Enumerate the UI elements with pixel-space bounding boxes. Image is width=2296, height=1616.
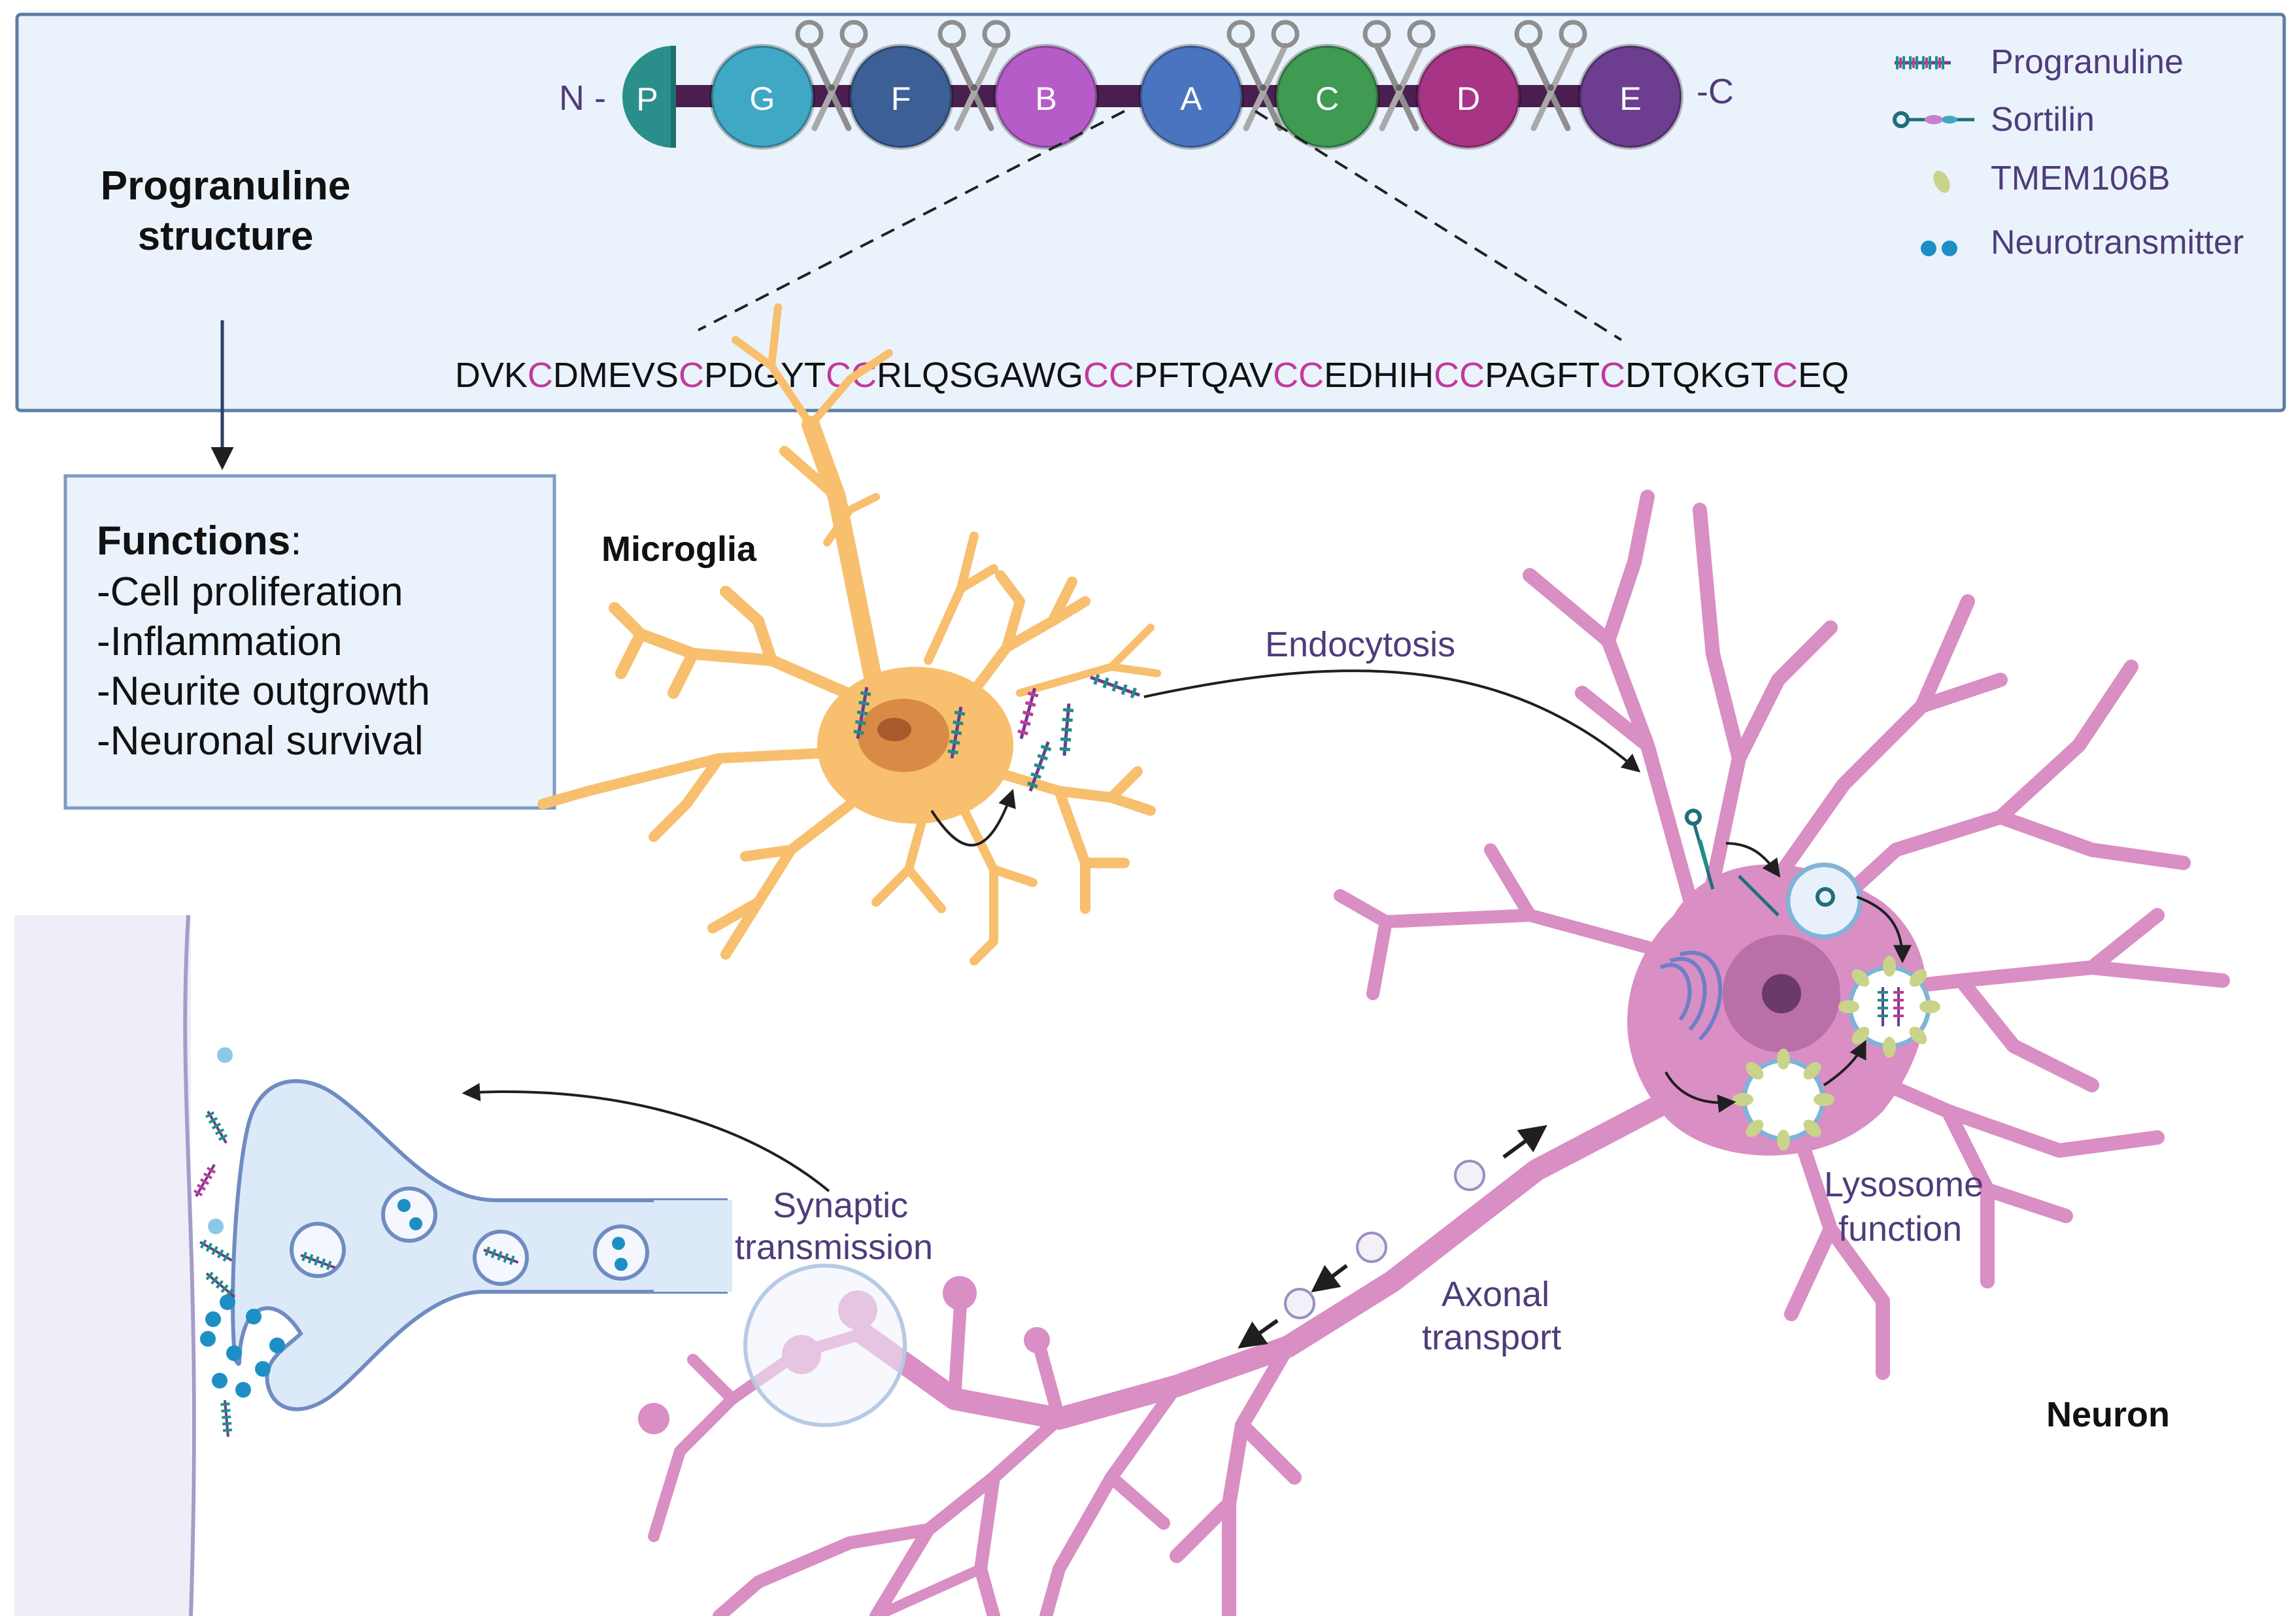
axonal-vesicles — [1284, 1160, 1485, 1319]
golgi-apparatus — [1659, 951, 1723, 1041]
sequence-segment: PFTQAV — [1134, 356, 1273, 395]
function-item-1: -Cell proliferation — [97, 569, 403, 614]
zoom-line-right — [1254, 110, 1623, 341]
structure-title-line2: structure — [138, 214, 314, 259]
sequence-segment: PAGFT — [1485, 356, 1600, 395]
legend-label-neurotransmitter: Neurotransmitter — [1991, 224, 2244, 261]
c-terminus-label: -C — [1697, 72, 1734, 111]
domain-d: D — [1415, 44, 1521, 150]
zoom-line-left — [698, 110, 1125, 331]
function-item-3: -Neurite outgrowth — [97, 669, 430, 714]
domain-g-letter: G — [750, 80, 775, 117]
secretion-arrow — [930, 788, 1016, 847]
synaptic-transmission-arrow — [462, 1083, 830, 1192]
cleavage-sites — [795, 20, 1587, 131]
functions-box: Functions: -Cell proliferation -Inflamma… — [63, 474, 556, 810]
domain-b: B — [993, 44, 1099, 150]
sequence-segment: RLQSGAWG — [877, 356, 1083, 395]
cysteine-residue: C — [1772, 356, 1798, 395]
released-neurotransmitters — [200, 1047, 285, 1398]
lysosome-label-line1: Lysosome — [1824, 1165, 1984, 1204]
domain-p-letter: P — [636, 81, 658, 118]
synapse-magnifier — [743, 1264, 907, 1427]
legend-label-progranuline: Progranuline — [1991, 43, 2184, 81]
neuron-cell — [638, 490, 2230, 1616]
domain-c: C — [1274, 44, 1380, 150]
lysosome-label-line2: function — [1838, 1209, 1962, 1249]
retrograde-arrow-2 — [1238, 1319, 1279, 1349]
progranuline-icon — [1895, 56, 1951, 69]
functions-box-background — [63, 474, 556, 810]
n-terminus-label: N - — [559, 78, 606, 118]
function-item-4: -Neuronal survival — [97, 718, 424, 764]
legend-label-sortilin: Sortilin — [1991, 101, 2095, 139]
lysosome-lower — [1732, 1049, 1834, 1151]
axonal-label-line2: transport — [1422, 1318, 1561, 1357]
synaptic-cleft-background — [14, 915, 191, 1616]
domain-e-letter: E — [1619, 80, 1641, 117]
anterograde-arrow — [1502, 1125, 1547, 1159]
domain-a: A — [1138, 44, 1244, 150]
cysteine-residue: CC — [1434, 356, 1485, 395]
microglia-cell — [537, 303, 1161, 966]
domain-c-letter: C — [1315, 80, 1339, 117]
granulin-a-sequence: DVKCDMEVSCPDGYTCCRLQSGAWGCCPFTQAVCCEDHIH… — [455, 356, 1849, 395]
cysteine-residue: CC — [1273, 356, 1324, 395]
domain-b-letter: B — [1035, 80, 1056, 117]
retrograde-arrow-1 — [1311, 1264, 1348, 1293]
legend: Progranuline Sortilin TMEM106B Neurotran… — [1893, 43, 2244, 261]
microglia-progranuline-molecules — [853, 674, 1141, 792]
cysteine-residue: C — [528, 356, 553, 395]
synaptic-vesicles — [290, 1187, 649, 1286]
domain-f: F — [848, 44, 954, 150]
sortilin-icon — [1893, 111, 1974, 128]
functions-heading: Functions: — [97, 518, 301, 564]
scissors-icon — [795, 20, 868, 131]
synapse — [14, 915, 907, 1616]
scissors-icon — [937, 20, 1011, 131]
sequence-segment: DVK — [455, 356, 528, 395]
cleft-progranuline-molecules — [193, 1111, 236, 1437]
legend-label-tmem106b: TMEM106B — [1991, 160, 2170, 197]
tmem106b-icon — [1933, 171, 1950, 193]
endosome — [1785, 862, 1863, 939]
scissors-icon — [1226, 20, 1300, 131]
domain-g: G — [709, 44, 815, 150]
domain-f-letter: F — [891, 80, 911, 117]
sequence-segment: DMEVS — [553, 356, 679, 395]
cysteine-residue: C — [679, 356, 704, 395]
membrane-sortilin — [1685, 809, 1780, 917]
synaptic-label-line2: transmission — [735, 1228, 933, 1267]
synaptic-label-line1: Synaptic — [773, 1186, 908, 1225]
structure-title-line1: Progranuline — [101, 163, 350, 209]
functions-heading-word: Functions — [97, 518, 290, 564]
scissors-icon — [1514, 20, 1587, 131]
microglia-label: Microglia — [601, 530, 757, 569]
function-item-2: -Inflammation — [97, 619, 343, 664]
cysteine-residue: C — [1600, 356, 1625, 395]
endocytosis-arrow — [1143, 669, 1641, 773]
domain-e: E — [1578, 44, 1683, 150]
sequence-segment: EQ — [1798, 356, 1849, 395]
sequence-segment: DTQKGT — [1625, 356, 1772, 395]
neuron-label: Neuron — [2046, 1395, 2170, 1434]
axonal-label-line1: Axonal — [1442, 1275, 1549, 1314]
domain-p: P — [622, 46, 676, 148]
domain-a-letter: A — [1180, 80, 1202, 117]
neurotransmitter-icon — [1921, 241, 1957, 256]
endocytosis-label: Endocytosis — [1265, 625, 1455, 664]
cysteine-residue: CC — [1083, 356, 1134, 395]
lysosome-upper — [1838, 956, 1940, 1058]
functions-heading-colon: : — [290, 518, 301, 564]
structure-panel-background — [15, 12, 2286, 412]
domain-d-letter: D — [1457, 80, 1480, 117]
sequence-segment: EDHIH — [1324, 356, 1434, 395]
scissors-icon — [1362, 20, 1436, 131]
